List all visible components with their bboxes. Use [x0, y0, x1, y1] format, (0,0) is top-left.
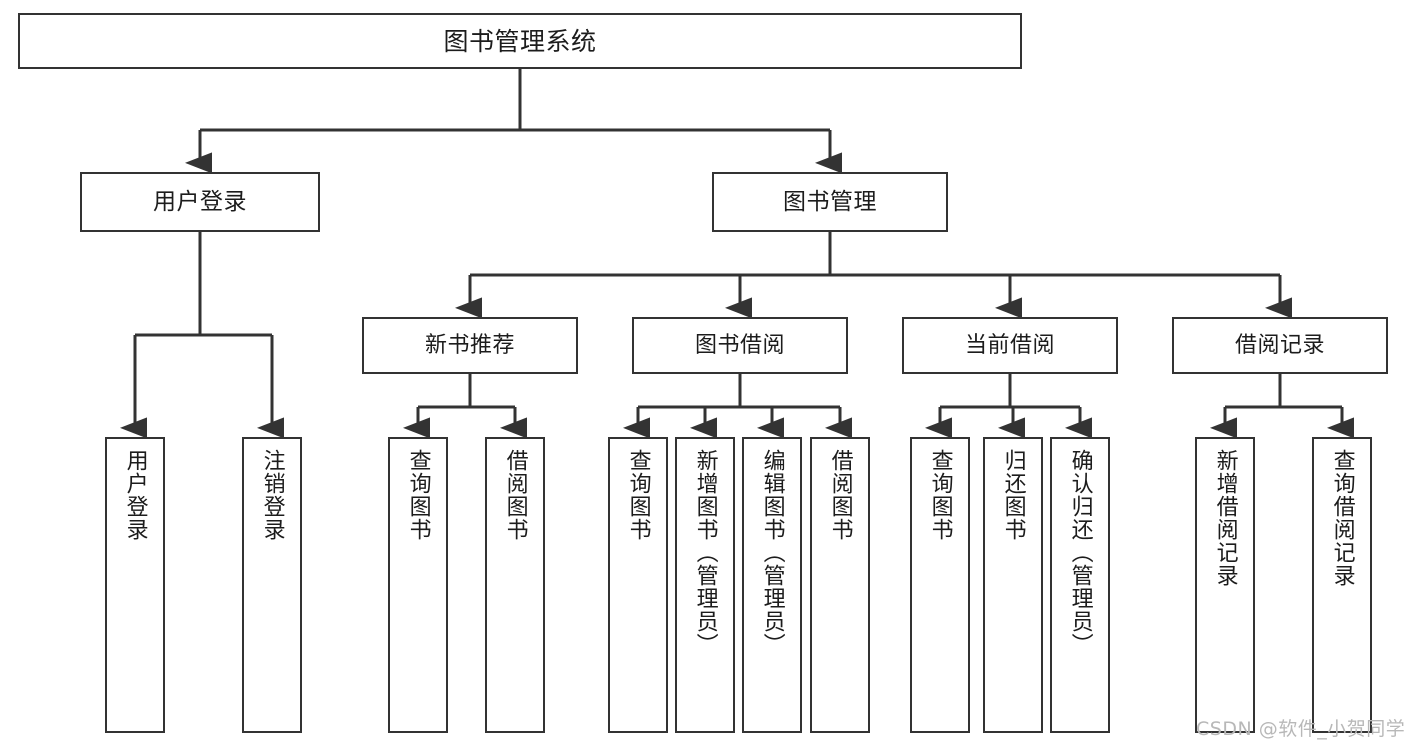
leaf-query-book-current-label: 查询图书 — [927, 449, 953, 541]
leaf-add-borrow-record-label: 新增借阅记录 — [1212, 449, 1238, 587]
node-root-label: 图书管理系统 — [443, 26, 597, 56]
leaf-query-book-borrow[interactable]: 查询图书 — [608, 437, 668, 733]
leaf-logout[interactable]: 注销登录 — [242, 437, 302, 733]
leaf-edit-book-admin[interactable]: 编辑图书（管理员） — [742, 437, 802, 733]
leaf-query-book-recommend[interactable]: 查询图书 — [388, 437, 448, 733]
leaf-query-borrow-record-label: 查询借阅记录 — [1329, 449, 1355, 587]
leaf-query-book-recommend-label: 查询图书 — [405, 449, 431, 541]
node-book-borrow-label: 图书借阅 — [694, 332, 785, 358]
csdn-watermark: CSDN @软件_小贺同学 — [1196, 718, 1405, 740]
leaf-borrow-book[interactable]: 借阅图书 — [810, 437, 870, 733]
node-current-borrow[interactable]: 当前借阅 — [902, 317, 1118, 374]
leaf-confirm-return-admin[interactable]: 确认归还（管理员） — [1050, 437, 1110, 733]
leaf-query-borrow-record[interactable]: 查询借阅记录 — [1312, 437, 1372, 733]
node-current-borrow-label: 当前借阅 — [964, 332, 1055, 358]
leaf-user-login[interactable]: 用户登录 — [105, 437, 165, 733]
node-borrow-record[interactable]: 借阅记录 — [1172, 317, 1388, 374]
leaf-add-borrow-record[interactable]: 新增借阅记录 — [1195, 437, 1255, 733]
node-root[interactable]: 图书管理系统 — [18, 13, 1022, 69]
node-book-management[interactable]: 图书管理 — [712, 172, 948, 232]
leaf-add-book-admin-label: 新增图书（管理员） — [692, 449, 718, 656]
node-new-book-recommend-label: 新书推荐 — [424, 332, 515, 358]
leaf-return-book[interactable]: 归还图书 — [983, 437, 1043, 733]
node-new-book-recommend[interactable]: 新书推荐 — [362, 317, 578, 374]
leaf-return-book-label: 归还图书 — [1000, 449, 1026, 541]
node-book-management-label: 图书管理 — [783, 188, 877, 215]
leaf-query-book-current[interactable]: 查询图书 — [910, 437, 970, 733]
leaf-confirm-return-admin-label: 确认归还（管理员） — [1067, 449, 1093, 656]
leaf-edit-book-admin-label: 编辑图书（管理员） — [759, 449, 785, 656]
node-user-login[interactable]: 用户登录 — [80, 172, 320, 232]
leaf-borrow-book-recommend[interactable]: 借阅图书 — [485, 437, 545, 733]
leaf-borrow-book-recommend-label: 借阅图书 — [502, 449, 528, 541]
leaf-add-book-admin[interactable]: 新增图书（管理员） — [675, 437, 735, 733]
node-user-login-label: 用户登录 — [153, 188, 247, 215]
leaf-query-book-borrow-label: 查询图书 — [625, 449, 651, 541]
leaf-logout-label: 注销登录 — [259, 449, 285, 541]
node-borrow-record-label: 借阅记录 — [1234, 332, 1325, 358]
leaf-user-login-label: 用户登录 — [122, 449, 148, 541]
leaf-borrow-book-label: 借阅图书 — [827, 449, 853, 541]
node-book-borrow[interactable]: 图书借阅 — [632, 317, 848, 374]
